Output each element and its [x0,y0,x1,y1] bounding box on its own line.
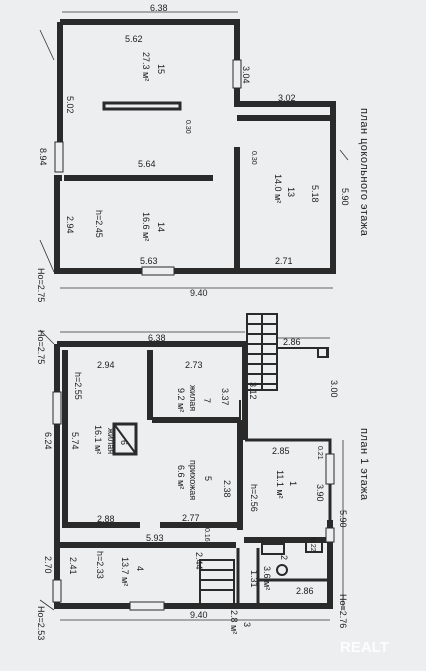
room-area: 16.6 м² [141,212,151,241]
window-room-1 [325,453,335,485]
dim-label: 5.18 [310,185,320,203]
dim-label: 0.22 [309,538,316,552]
room-area: 3.6 м² [262,566,272,590]
wall-room-6-bottom [62,350,140,528]
drain [276,564,288,576]
dim-label: Hо=2.75 [36,330,46,364]
dim-label: 2.70 [43,556,53,574]
basement-window-left [54,141,64,173]
room-area: 16.1 м² [93,425,103,454]
dim-label: h=2.56 [249,484,259,512]
dim-label: Hо=2.76 [338,594,348,628]
window-room-6 [52,391,62,425]
basement-plan-title: план цокольного этажа [358,108,370,237]
dim-label: 0.16 [203,528,210,542]
dim-label: 2.94 [97,360,115,370]
dim-label: 0.30 [184,120,191,134]
dim-label: 5.74 [70,432,80,450]
dim-label: 5.90 [340,188,350,206]
dim-label: 0.30 [250,151,257,165]
room-number: 6 [119,440,129,445]
room-area: 13.7 м² [120,557,130,586]
dim-label: 2.88 [97,514,115,524]
room-number: 14 [156,222,166,232]
dim-label: 3.00 [329,380,339,398]
dim-label: 2.94 [65,216,75,234]
dim-label: 2.85 [272,446,290,456]
dim-label: 2.41 [68,557,78,575]
inner-stair [199,559,235,605]
basement-window-top [232,59,242,89]
room-number: 5 [203,476,213,481]
room-number: 2 [279,555,289,560]
dim-label: 2.73 [185,360,203,370]
basement-plan: 6.38 5.62 3.04 3.02 5.02 0.30 8.94 5.64 … [36,3,370,302]
room-area: 6.6 м² [176,465,186,489]
dim-label: 5.64 [138,159,156,169]
porch-post [317,347,328,358]
dim-label: 6.38 [150,3,168,13]
room-area: 27.3 м² [141,52,151,81]
first-floor-plan: Hо=2.75 6.38 2.86 2.94 2.73 3.00 3.37 3.… [36,313,370,640]
dim-label: h=2.55 [73,372,83,400]
dim-label: 3.02 [278,93,296,103]
dim-label: 6.38 [148,333,166,343]
dim-label: h=2.45 [94,210,104,238]
outside-stair [246,313,278,391]
first-right-wall [245,438,332,520]
room-area: 11.1 м² [275,470,285,499]
dim-label: 9.40 [190,288,208,298]
room-number: 4 [135,566,145,571]
dim-label: 5.02 [65,96,75,114]
dim-label: 2.86 [296,586,314,596]
window-room-4 [52,579,62,603]
dim-label: 2.71 [275,256,293,266]
dim-label: 2.77 [182,513,200,523]
room-name: жилая [188,385,198,411]
room-number: 1 [288,481,298,486]
room-number: 15 [156,64,166,74]
dim-label: 2.86 [283,337,301,347]
sink [261,543,285,555]
dim-label: 5.93 [146,533,164,543]
room-number: 13 [286,187,296,197]
window-bottom [129,601,165,611]
room-area: 14.0 м² [273,174,283,203]
dim-label: 3.12 [248,382,258,400]
room-number: 7 [202,398,212,403]
first-outer-wall [54,341,333,609]
basement-window-bottom [141,266,175,276]
room-name: прихожая [188,460,198,500]
wall-bath [236,548,330,606]
room-area: 9.2 м² [176,388,186,412]
dim-label: 3.04 [241,66,251,84]
first-floor-plan-title: план 1 этажа [358,428,370,501]
toilet [305,539,323,553]
dim-label: h=2.33 [95,551,105,579]
dim-label: 8.94 [38,148,48,166]
dim-label: 0.21 [316,446,323,460]
chimney [112,422,138,456]
room-area: 2.8 м² [229,610,239,634]
dim-label: 5.90 [338,510,348,528]
basement-outer-wall [54,19,336,274]
window-bath [325,527,335,543]
room-name: жилая [106,428,116,454]
dim-label: 9.40 [190,610,208,620]
dim-label: 2.44 [194,552,204,570]
dim-label: 3.90 [315,484,325,502]
dim-label: 5.62 [125,34,143,44]
dim-label: 5.63 [140,256,158,266]
dim-label: 3 [242,622,252,627]
dim-label: Hо=2.53 [36,606,46,640]
watermark-logo: REALT [340,639,389,656]
dim-label: 2.38 [222,480,232,498]
basement-inner-beam [102,101,182,111]
dim-label: 1.31 [249,570,259,588]
dim-label: Hо=2.75 [36,268,46,302]
dim-label: 6.24 [43,432,53,450]
dim-label: 3.37 [220,388,230,406]
